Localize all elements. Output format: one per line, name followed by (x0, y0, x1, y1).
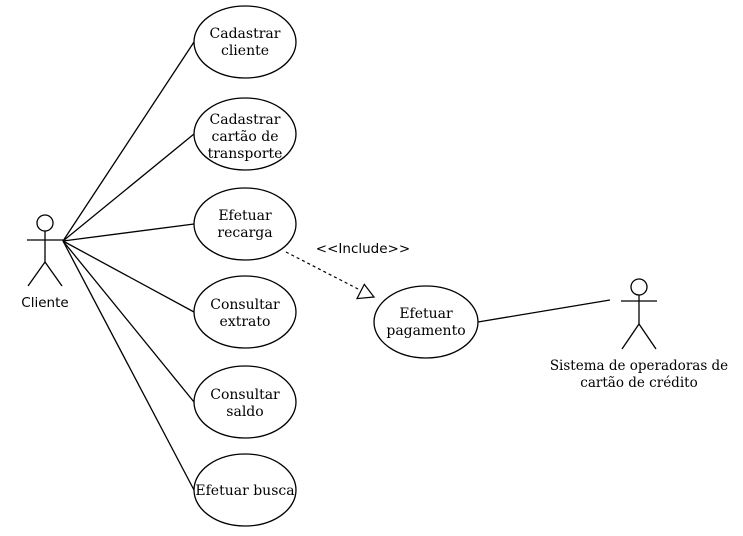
label-efetuar-recarga-2: recarga (217, 225, 272, 241)
actor-sistema-icon (621, 278, 657, 350)
association-cliente-efetuar-busca (62, 240, 195, 491)
label-consultar-saldo-2: saldo (226, 404, 263, 420)
label-consultar-extrato-2: extrato (220, 314, 271, 330)
association-cliente-efetuar-recarga (62, 223, 195, 242)
label-efetuar-recarga-1: Efetuar (218, 208, 272, 224)
association-cliente-cadastrar-cliente (62, 41, 195, 242)
label-cadastrar-cliente-1: Cadastrar (210, 26, 281, 42)
label-cadastrar-cartao-3: transporte (208, 146, 283, 162)
label-cadastrar-cliente-2: cliente (221, 43, 269, 59)
association-cliente-consultar-extrato (62, 240, 195, 313)
use-case-efetuar-pagamento (373, 285, 479, 359)
label-cadastrar-cartao-2: cartão de (212, 129, 279, 145)
actor-cliente-icon (27, 214, 63, 287)
associations (62, 41, 611, 491)
label-efetuar-pagamento-1: Efetuar (399, 306, 453, 322)
association-cliente-consultar-saldo (62, 240, 195, 403)
label-efetuar-pagamento-2: pagamento (386, 323, 465, 339)
use-case-cadastrar-cartao (193, 97, 297, 171)
label-consultar-extrato-1: Consultar (210, 297, 280, 313)
include-arrowhead (355, 283, 376, 300)
include-dashed-line (285, 251, 363, 292)
use-case-efetuar-recarga (193, 187, 297, 261)
include-relationship: <<Include>> (285, 241, 410, 300)
use-case-consultar-saldo (193, 365, 297, 439)
label-consultar-saldo-1: Consultar (210, 387, 280, 403)
use-case-cadastrar-cliente (193, 5, 297, 79)
include-stereotype-label: <<Include>> (316, 241, 410, 257)
association-cliente-cadastrar-cartao (62, 133, 195, 242)
label-cadastrar-cartao-1: Cadastrar (210, 112, 281, 128)
actor-cliente-label: Cliente (21, 295, 68, 311)
actor-sistema-label-1: Sistema de operadoras de (550, 358, 728, 374)
label-efetuar-busca: Efetuar busca (195, 483, 294, 499)
association-pagamento-sistema (477, 299, 611, 323)
use-case-efetuar-busca (193, 453, 297, 527)
actor-sistema-label-2: cartão de crédito (580, 375, 697, 391)
use-case-consultar-extrato (193, 275, 297, 349)
